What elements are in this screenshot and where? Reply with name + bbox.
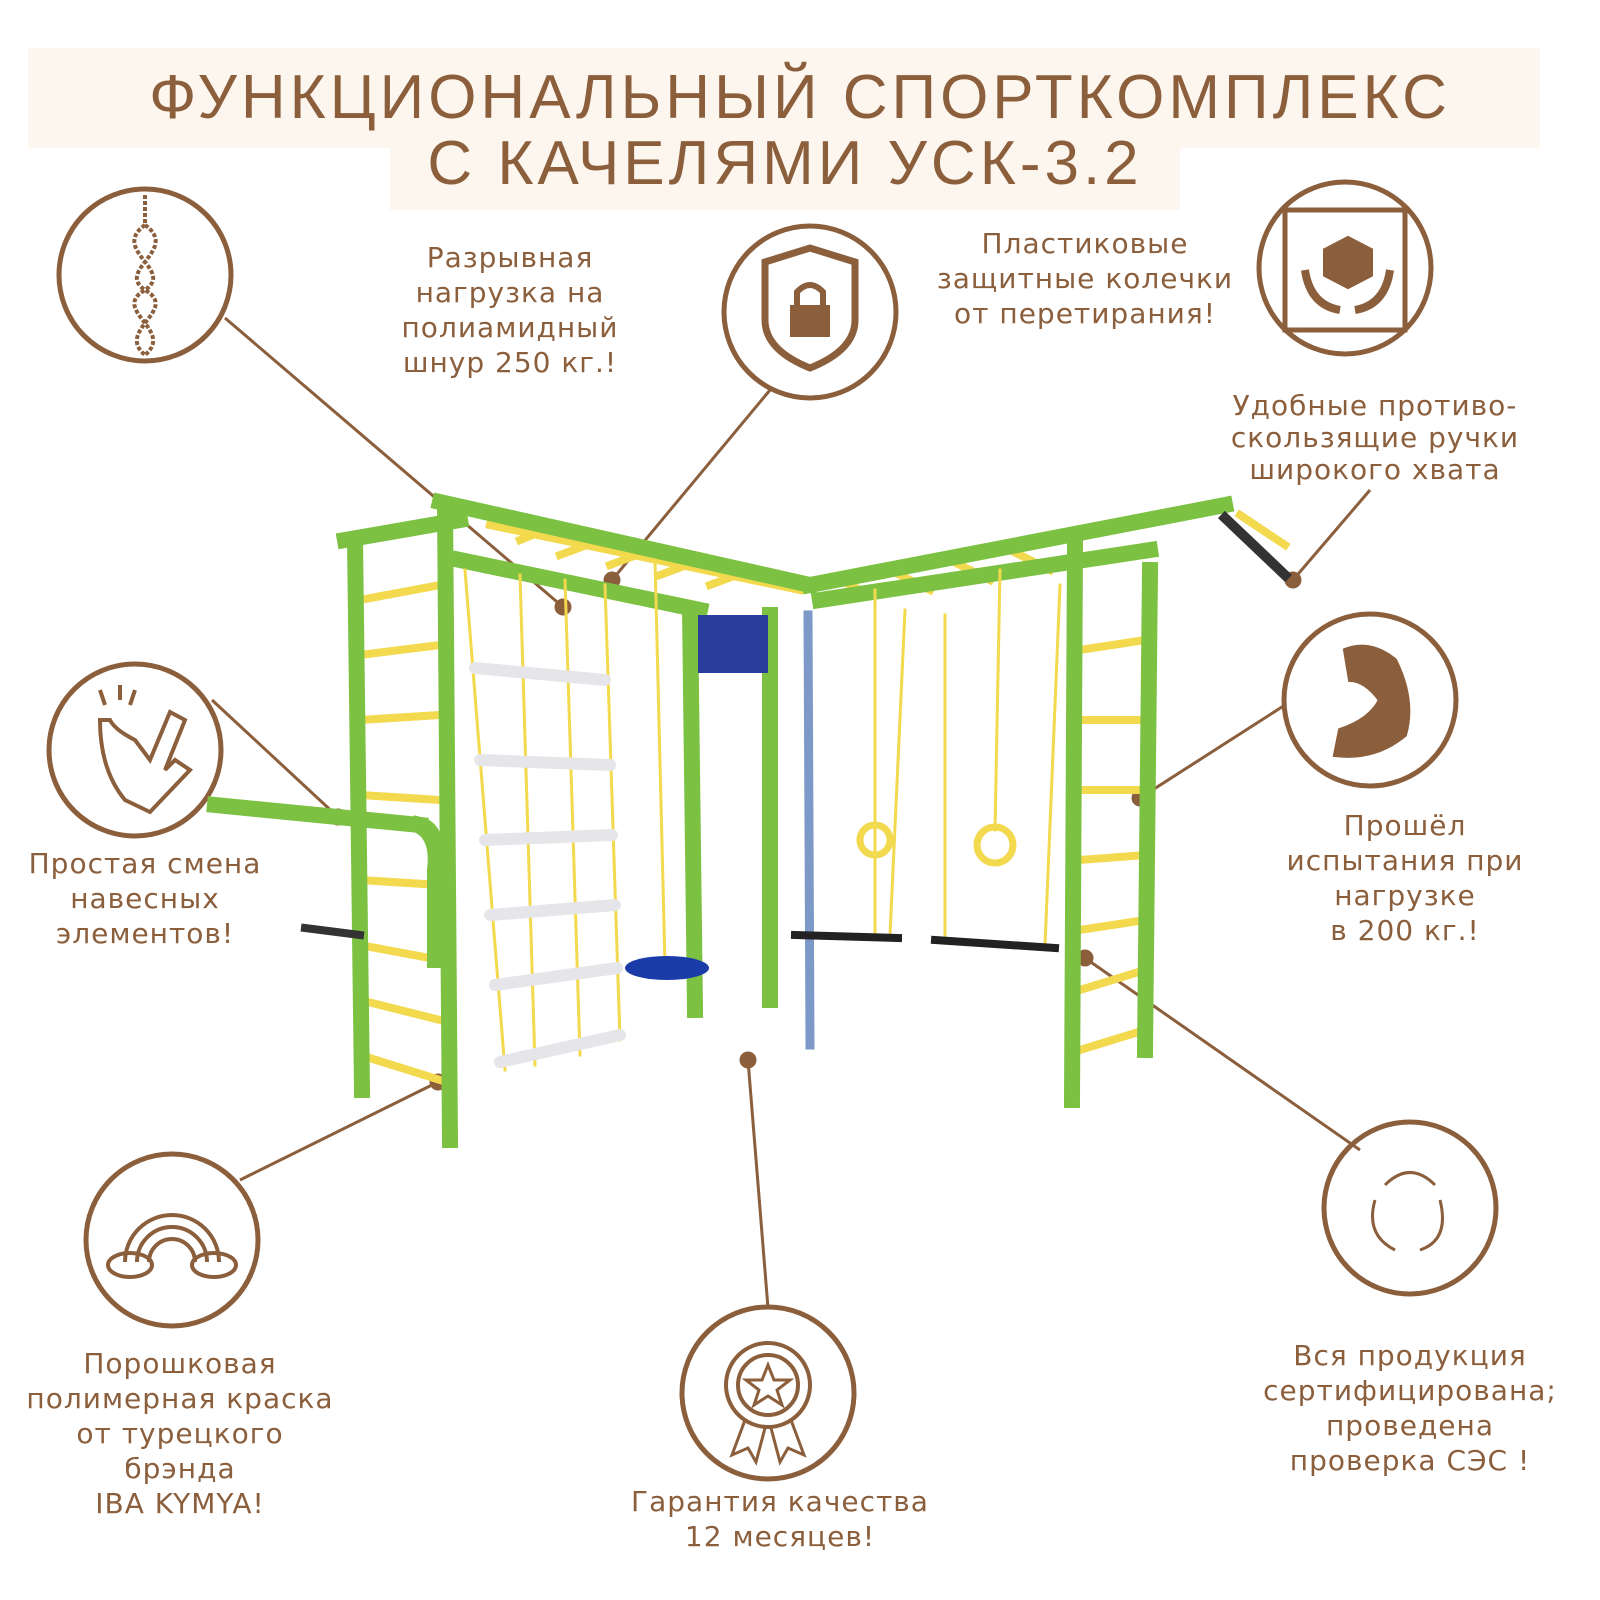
finger-check-icon	[46, 661, 224, 839]
caption-mount-change: Простая смена навесных элементов!	[28, 847, 262, 950]
caption-warranty: Гарантия качества 12 месяцев!	[631, 1485, 929, 1553]
caption-tested: Прошёл испытания при нагрузке в 200 кг.!	[1286, 809, 1524, 947]
rainbow-icon	[83, 1151, 261, 1329]
rope-icon	[56, 186, 234, 364]
muscle-icon	[1281, 611, 1459, 789]
recycle-icon	[1321, 1119, 1499, 1297]
lock-icon	[721, 223, 899, 401]
caption-handles: Удобные противо- скользящие ручки широко…	[1230, 389, 1520, 486]
caption-paint: Порошковая полимерная краска от турецког…	[26, 1347, 334, 1520]
caption-protective-rings: Пластиковые защитные колечки от перетира…	[936, 227, 1234, 330]
medal-icon	[679, 1304, 857, 1482]
title-banner	[28, 48, 1540, 148]
title-banner-2	[390, 148, 1180, 210]
caption-rope-strength: Разрывная нагрузка на полиамидный шнур 2…	[401, 241, 619, 379]
caption-certified: Вся продукция сертифицирована; проведена…	[1263, 1339, 1557, 1477]
climbing-frame	[206, 492, 1293, 1149]
page-title-line1: ФУНКЦИОНАЛЬНЫЙ СПОРТКОМПЛЕКС	[149, 63, 1451, 132]
page-title-line2: С КАЧЕЛЯМИ УСК-3.2	[427, 129, 1143, 198]
box-hands-icon	[1256, 179, 1434, 357]
